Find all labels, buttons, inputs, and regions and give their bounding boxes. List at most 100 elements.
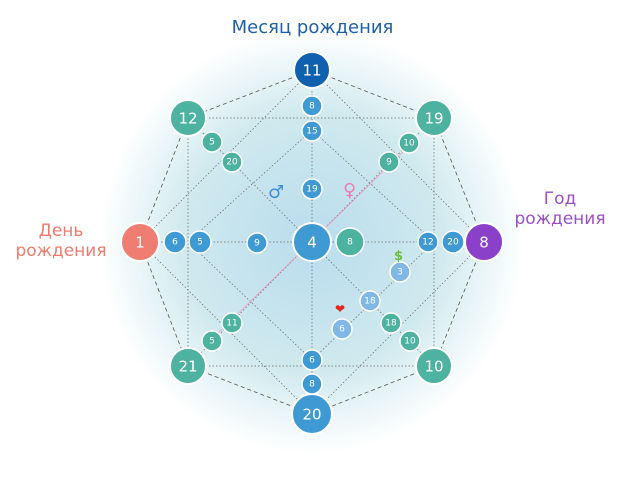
node-br-1: 10 [399,330,421,352]
node-br-1-circle [399,330,421,352]
node-top-2-circle [301,120,323,142]
node-left-2: 5 [188,230,212,254]
node-center-circle [292,222,332,262]
node-br-1-value: 10 [404,337,416,347]
node-money-1-value: 3 [397,268,403,278]
money-icon: $ [394,249,404,264]
node-right-2: 12 [417,231,439,253]
node-right-1: 20 [441,230,465,254]
node-tl-2-value: 20 [226,158,238,168]
node-br-circle [415,347,453,385]
heart-icon: ❤ [335,302,346,316]
node-money-1: 3 [389,261,411,283]
node-bottom-2: 6 [301,349,323,371]
node-top-circle [293,51,331,89]
node-top-1-circle [301,95,323,117]
label-birth-day-line1: День [38,221,84,241]
node-tr-value: 19 [424,110,443,128]
node-tl-1-value: 5 [209,138,215,148]
node-bottom-1-value: 8 [309,380,315,390]
node-br-2: 18 [380,312,402,334]
node-br-2-circle [380,312,402,334]
node-top-value: 11 [302,62,321,80]
node-tr-1: 10 [398,132,420,154]
node-left-1-value: 6 [172,238,178,248]
label-birth-year-line1: Год [543,189,577,209]
node-right-2-value: 12 [422,238,433,248]
node-bl-2-value: 11 [226,319,237,329]
node-bl-2-circle [221,312,243,334]
node-left-2-circle [188,230,212,254]
female-icon: ♀ [343,180,357,201]
node-center-right-value: 8 [347,238,353,248]
node-top-3-circle [301,178,323,200]
node-tl-1: 5 [201,131,223,153]
node-top-3: 19 [301,178,323,200]
node-tr-circle [415,99,453,137]
node-tr: 19 [415,99,453,137]
node-bl-value: 21 [178,358,197,376]
node-tl-1-circle [201,131,223,153]
label-birth-year: Год рождения [505,189,615,229]
outer-octagon [139,69,485,415]
label-birth-day-line2: рождения [15,240,107,261]
node-br: 10 [415,347,453,385]
node-center-value: 4 [307,234,317,252]
label-birth-day: День рождения [6,221,116,261]
node-tr-1-circle [398,132,420,154]
node-heart-1-circle [331,318,353,340]
node-tr-2-value: 9 [386,158,392,168]
label-birth-year-line2: рождения [514,208,606,229]
node-top-2: 15 [301,120,323,142]
node-center-right-circle [335,227,365,257]
node-right-2-circle [417,231,439,253]
node-top-1-value: 8 [309,102,315,112]
node-bl-circle [169,347,207,385]
node-bottom-1: 8 [301,373,323,395]
node-tr-1-value: 10 [403,139,415,149]
label-birth-month-text: Месяц рождения [231,17,394,38]
node-left-3-circle [246,232,268,254]
node-money-2: 18 [359,290,381,312]
node-bl: 21 [169,347,207,385]
node-money-2-circle [359,290,381,312]
node-tl: 12 [169,99,207,137]
label-birth-month: Месяц рождения [200,17,425,39]
node-right-1-circle [441,230,465,254]
node-bottom-2-value: 6 [309,356,315,366]
node-bottom-1-circle [301,373,323,395]
node-tl-circle [169,99,207,137]
node-left-value: 1 [135,234,145,252]
node-center: 4 [292,222,332,262]
node-tl-2-circle [221,151,243,173]
node-right-value: 8 [479,234,489,252]
node-left-1-circle [163,230,187,254]
node-bl-2: 11 [221,312,243,334]
node-left-2-value: 5 [197,238,203,248]
node-left-3-value: 9 [254,239,260,249]
node-left-1: 6 [163,230,187,254]
node-top-2-value: 15 [306,127,317,137]
node-tl-value: 12 [178,110,197,128]
node-right: 8 [464,222,504,262]
node-bottom-value: 20 [302,406,321,424]
node-center-right: 8 [335,227,365,257]
node-heart-1: 6 [331,318,353,340]
node-tl-2: 20 [221,151,243,173]
node-left-3: 9 [246,232,268,254]
node-heart-1-value: 6 [339,325,345,335]
node-bottom: 20 [291,393,333,435]
node-right-circle [464,222,504,262]
node-br-2-value: 18 [385,319,397,329]
node-money-1-circle [389,261,411,283]
node-br-value: 10 [424,358,443,376]
node-top-1: 8 [301,95,323,117]
node-money-2-value: 18 [364,297,376,307]
node-right-1-value: 20 [447,238,459,248]
node-bl-1-circle [201,330,223,352]
male-icon: ♂ [268,182,285,203]
node-bottom-2-circle [301,349,323,371]
node-bl-1-value: 5 [209,337,215,347]
node-top: 11 [293,51,331,89]
